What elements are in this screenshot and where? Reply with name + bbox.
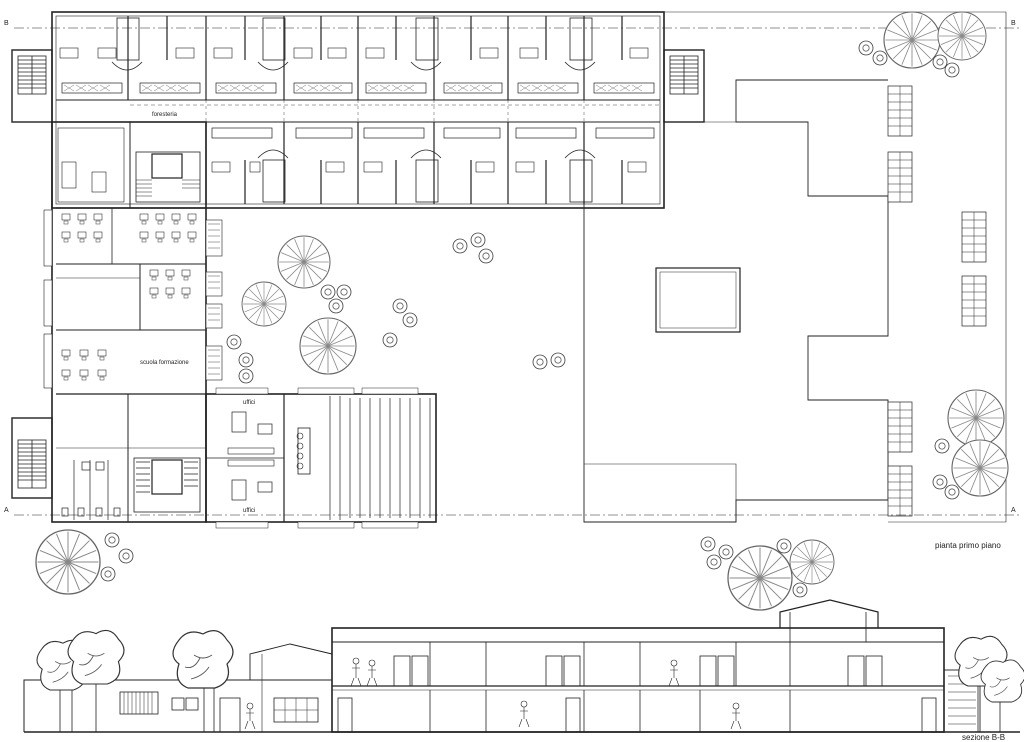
plan-trees (35, 11, 1009, 611)
stair-top-left (11, 49, 53, 123)
section-marker-b-left: B (4, 20, 9, 27)
section-low-building (23, 679, 332, 732)
upper-wardrobes (61, 82, 655, 94)
section-people (244, 657, 742, 730)
lower-bathrooms (257, 149, 596, 203)
lower-beds (211, 161, 647, 173)
floor-plan (11, 11, 1020, 529)
section-marker-a-left: A (4, 507, 9, 514)
section-roof (779, 599, 879, 628)
toilets (61, 460, 121, 520)
section-marker-a-right: A (1011, 507, 1016, 514)
plan-shrubs (100, 40, 960, 598)
room-label-uffici-top: uffici (243, 400, 256, 406)
roof-skylight (655, 267, 741, 333)
section-drawing (23, 599, 1024, 733)
upper-room-walls (127, 16, 623, 100)
auditorium-seats (329, 396, 431, 520)
stair-bottom-center (133, 457, 201, 513)
upper-beds (59, 47, 649, 59)
room-label-scuola-formazione: scuola formazione (140, 360, 189, 366)
lower-wardrobes (211, 127, 655, 139)
left-wing-outer (51, 121, 207, 523)
stair-top-right (663, 49, 705, 123)
section-doors (337, 655, 937, 733)
desks-left-wing (61, 213, 197, 381)
section-marker-b-right: B (1011, 20, 1016, 27)
room-label-uffici-bottom: uffici (243, 508, 256, 514)
section-caption: sezione B-B (962, 733, 1006, 742)
upper-bathrooms (111, 17, 596, 71)
plan-caption: pianta primo piano (935, 541, 1001, 550)
section-lines (14, 27, 1020, 516)
window-shades-left (43, 209, 223, 389)
lower-room-walls (205, 122, 623, 204)
stair-bottom-left (11, 417, 53, 499)
section-main-block (331, 627, 945, 733)
room-label-foresteria: foresteria (152, 112, 178, 118)
section-trees (36, 629, 1024, 732)
